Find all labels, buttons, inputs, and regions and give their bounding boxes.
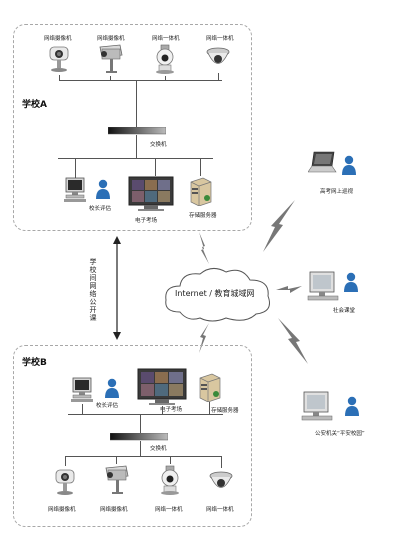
cam-drop (165, 76, 166, 80)
user-icon (96, 179, 110, 199)
remote-laptop-label: 高考网上巡视 (320, 189, 354, 195)
school-a-camera-bus (59, 80, 222, 81)
school-a-camera-label-4: 网络一体机 (206, 36, 234, 42)
cloud-icon (165, 268, 270, 322)
school-a-frame (13, 24, 252, 231)
bullet-camera-icon (99, 44, 123, 73)
double-arrow-icon (113, 236, 121, 340)
school-b-camera-bus (65, 456, 222, 457)
school-b-camera-label-3: 网络一体机 (155, 507, 183, 513)
school-b-camera-label-2: 网络摄像机 (100, 507, 128, 513)
school-b-camera-label-4: 网络一体机 (206, 507, 234, 513)
storage-server-icon (190, 177, 212, 206)
school-a-camera-label-1: 网络摄像机 (44, 36, 72, 42)
bullet-camera-icon (105, 465, 129, 494)
lightning-link-pc (276, 286, 302, 293)
user-icon (105, 378, 119, 398)
remote-police-label: 公安机关“平安校园” (315, 431, 365, 437)
cam-drop (110, 76, 111, 80)
school-a-switch-uplink (136, 80, 137, 127)
school-a-camera-label-3: 网络一体机 (152, 36, 180, 42)
school-a-switch-down (136, 135, 137, 158)
school-a-switch-label: 交换机 (150, 142, 167, 148)
school-a-switch-icon (108, 127, 166, 135)
school-b-switch-up (140, 414, 141, 433)
school-a-principal-label: 校长评估 (89, 206, 112, 212)
school-a-exam-label: 电子考场 (135, 218, 158, 224)
school-b-switch-icon (110, 433, 168, 441)
dev-drop (82, 404, 83, 414)
cam-drop (221, 456, 222, 468)
remote-pc-label: 社会课堂 (333, 308, 356, 314)
desktop-computer-icon (307, 271, 339, 301)
school-a-camera-label-2: 网络摄像机 (97, 36, 125, 42)
lightning-link-laptop (263, 200, 295, 252)
school-a-device-bus (58, 158, 213, 159)
network-camera-icon (49, 46, 69, 72)
school-b-storage-label: 存储服务器 (211, 408, 239, 414)
school-b-frame (13, 345, 252, 527)
computer-icon (64, 177, 86, 202)
computer-icon (71, 377, 93, 402)
dome-ptz-camera-icon (156, 44, 174, 74)
dev-drop (200, 158, 201, 176)
dome-camera-icon (206, 47, 230, 64)
laptop-icon (308, 151, 337, 173)
user-icon (345, 396, 359, 416)
dev-drop (75, 158, 76, 180)
network-camera-icon (55, 469, 75, 495)
cam-drop (116, 456, 117, 464)
dev-drop (209, 402, 210, 414)
cam-drop (170, 456, 171, 464)
school-b-switch-down (140, 441, 141, 456)
school-a-storage-label: 存储服务器 (189, 213, 217, 219)
dev-drop (162, 406, 163, 414)
dome-camera-icon (209, 471, 233, 488)
dev-drop (155, 158, 156, 176)
lightning-link-police (278, 318, 308, 364)
cloud-label: Internet / 教育城域网 (175, 289, 255, 298)
lightning-link-a (199, 232, 209, 264)
dome-ptz-camera-icon (161, 465, 179, 495)
cam-drop (218, 73, 219, 80)
exam-monitor-icon (137, 368, 187, 405)
school-b-principal-label: 校长评估 (96, 403, 119, 409)
cam-drop (65, 456, 66, 466)
school-b-switch-label: 交换机 (150, 446, 167, 452)
school-b-title: 学校B (22, 358, 47, 368)
desktop-computer-icon (301, 391, 333, 421)
school-b-device-bus (68, 414, 223, 415)
interschool-label: 学校间网络公开课 (89, 258, 97, 322)
user-icon (342, 155, 356, 175)
cam-drop (59, 75, 60, 80)
school-b-camera-label-1: 网络摄像机 (48, 507, 76, 513)
user-icon (344, 272, 358, 292)
school-b-exam-label: 电子考场 (160, 407, 183, 413)
school-a-title: 学校A (22, 100, 47, 110)
exam-monitor-icon (128, 176, 174, 211)
storage-server-icon (199, 373, 221, 402)
